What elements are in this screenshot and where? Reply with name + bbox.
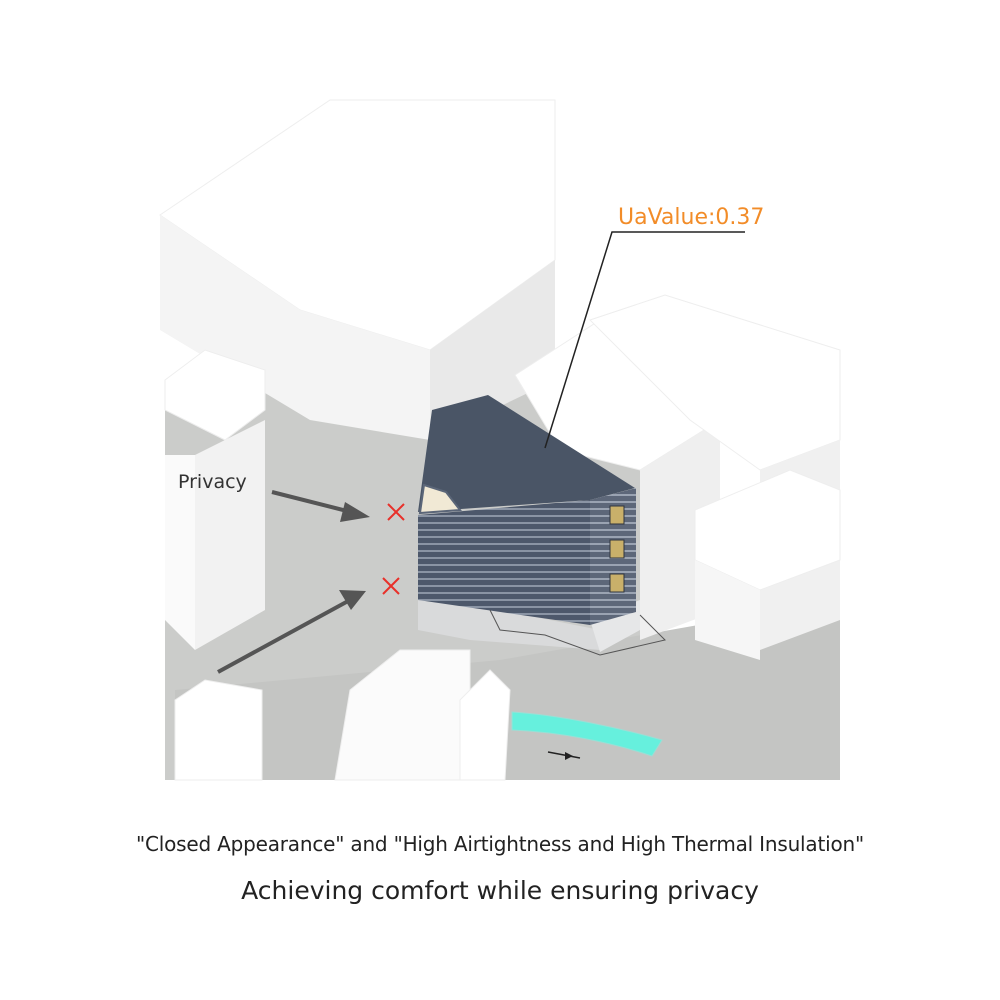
ua-value-label: UaValue:0.37	[618, 205, 764, 230]
caption-line-2: Achieving comfort while ensuring privacy	[241, 876, 759, 905]
privacy-block-mark-upper	[387, 503, 405, 521]
ua-value-leader	[544, 231, 745, 449]
house-window-1	[609, 505, 625, 525]
house-window-3	[609, 573, 625, 593]
axonometric-diagram: UaValue:0.37 Privacy	[159, 99, 841, 781]
tower-large-face	[160, 215, 430, 440]
privacy-block-mark-lower	[382, 577, 400, 595]
building-bottom-center	[334, 649, 471, 781]
building-right-3-face	[695, 560, 760, 660]
caption-line-1: "Closed Appearance" and "High Airtightne…	[136, 832, 864, 856]
house-podium	[418, 600, 600, 650]
building-left-front	[165, 455, 195, 650]
house-facade-front	[418, 500, 590, 625]
plot-boundary	[489, 609, 666, 656]
north-marker-head	[565, 752, 573, 760]
privacy-arrow-lower-shaft	[217, 598, 351, 674]
privacy-arrow-upper-shaft	[271, 490, 356, 515]
privacy-arrow-upper-head	[340, 502, 370, 522]
house-window-2	[609, 539, 625, 559]
building-left-top	[164, 349, 266, 441]
water-channel-right	[511, 711, 663, 757]
house-entrance	[418, 483, 462, 515]
privacy-arrow-lower-head	[339, 590, 366, 610]
tower-large-side	[430, 260, 555, 440]
building-left-face	[195, 420, 265, 650]
house-roof	[418, 395, 635, 512]
privacy-label: Privacy	[178, 471, 247, 493]
building-bottom-center-2	[459, 669, 511, 781]
building-bottom-left	[174, 679, 263, 781]
north-marker	[547, 751, 581, 759]
